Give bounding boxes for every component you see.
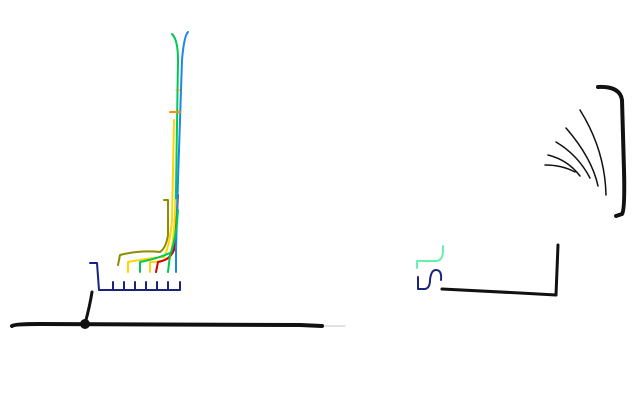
arc-stroke (547, 154, 581, 177)
comb-teeth (112, 281, 169, 291)
arc-stroke (579, 109, 607, 196)
arc-stroke (555, 141, 591, 179)
stem-green-short (167, 209, 179, 273)
arc-stroke (544, 164, 576, 173)
arc-stroke (565, 127, 599, 187)
stem-olive (117, 199, 169, 266)
ground-line (10, 322, 324, 328)
comb-base (89, 262, 181, 291)
navy-hook (417, 269, 443, 290)
arc-strokes (544, 109, 607, 196)
right-tall-bracket (596, 84, 627, 218)
right-floor-bracket (440, 243, 560, 297)
stem-green (139, 33, 179, 273)
ground-connector (83, 290, 94, 326)
stem-blue (175, 31, 189, 273)
stem-yellow-outer (127, 119, 175, 273)
mint-hook (416, 245, 444, 269)
